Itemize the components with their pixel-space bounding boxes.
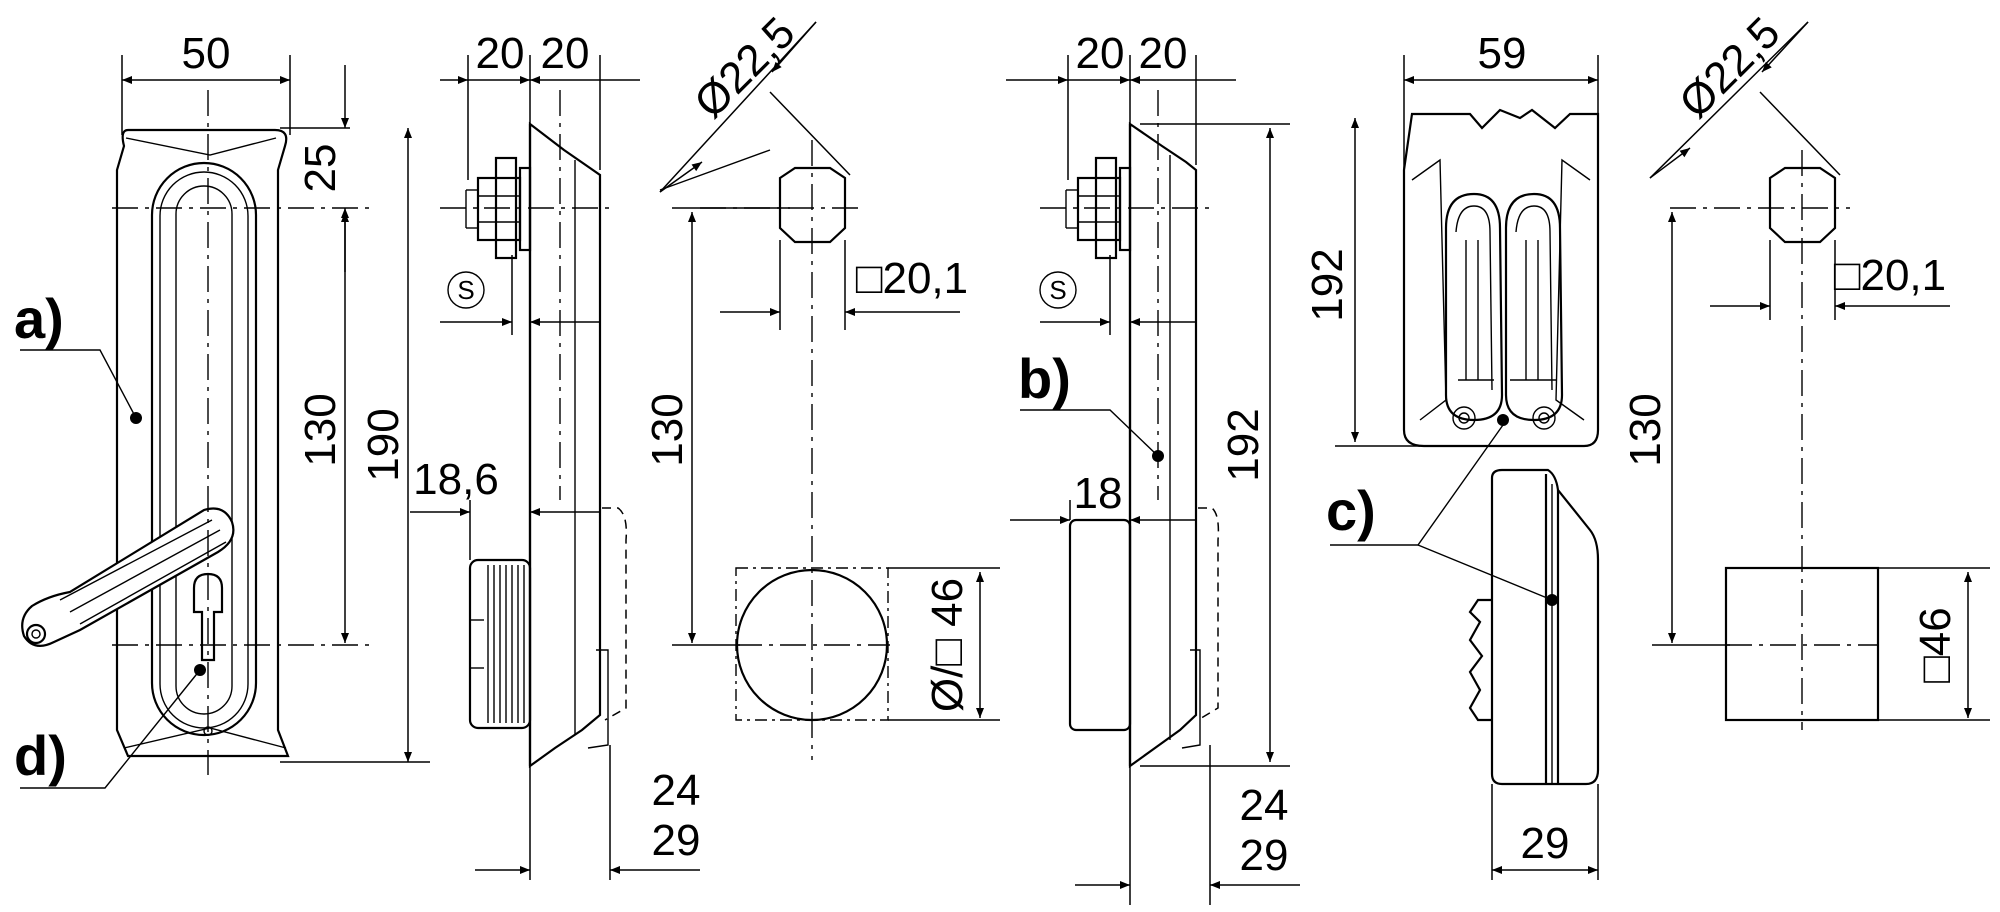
text-handle-c-height: 192 (1303, 248, 1352, 321)
dim-side-b-depth (1075, 745, 1300, 905)
text-side-b-right: 20 (1139, 29, 1188, 78)
text-side-c-depth: 29 (1521, 819, 1570, 868)
label-d: d) (14, 724, 67, 787)
text-handle-c-width: 59 (1478, 29, 1527, 78)
dim-front-c-height (1335, 118, 1420, 447)
front-view-a (20, 90, 375, 789)
side-view-a (440, 90, 628, 769)
dim-side-b-top (1006, 55, 1236, 180)
view-labels: a) d) b) c) S S (14, 275, 1376, 787)
dim-cutout-1-pitch (672, 207, 790, 646)
text-cutout-2-diameter: Ø22,5 (1670, 8, 1789, 127)
label-c: c) (1326, 479, 1376, 542)
text-handle-a-height: 190 (359, 408, 408, 481)
dim-cutout-2-size (1878, 567, 1990, 721)
dim-cutout-1-square (720, 240, 960, 330)
text-side-a-projection: 18,6 (413, 455, 499, 504)
dim-side-a-top (440, 55, 640, 180)
text-side-b-left: 20 (1076, 29, 1125, 78)
text-side-a-right: 20 (541, 29, 590, 78)
text-side-a-depth-2: 29 (652, 816, 701, 865)
text-side-b-depth-2: 29 (1240, 831, 1289, 880)
panel-cutout-1 (659, 140, 890, 760)
text-cutout-2-size: □46 (1911, 607, 1960, 683)
text-cutout-1-pitch: 130 (643, 393, 692, 466)
panel-cutout-2 (1670, 150, 1880, 730)
text-cutout-1-square: □20,1 (856, 254, 968, 303)
dim-side-a-depth (475, 745, 700, 880)
s-mark-2: S (1049, 275, 1066, 305)
dim-side-b-projection (1010, 500, 1196, 524)
text-cutout-1-size: Ø/□ 46 (923, 578, 972, 712)
dim-cutout-2-diameter (1649, 21, 1841, 179)
dim-cutout-1-size (888, 567, 1000, 721)
side-view-b (1020, 90, 1220, 769)
text-handle-a-pitch: 130 (296, 393, 345, 466)
text-handle-a-width: 50 (182, 29, 231, 78)
dimension-texts: 50 25 130 190 20 20 18,6 24 29 Ø22,5 □20… (182, 8, 1960, 880)
front-view-c (1402, 108, 1600, 448)
dim-side-b-s (1040, 255, 1196, 335)
text-side-b-projection: 18 (1074, 469, 1123, 518)
label-a: a) (14, 287, 64, 350)
dim-side-b-height (1140, 123, 1290, 767)
text-side-b-height: 192 (1219, 408, 1268, 481)
dim-side-a-s (440, 255, 600, 335)
dim-cutout-1-diameter (659, 21, 851, 193)
side-view-c (1330, 424, 1600, 786)
s-mark-1: S (457, 275, 474, 305)
dim-side-c-depth (1491, 784, 1599, 880)
text-handle-a-top-offset: 25 (296, 144, 345, 193)
text-side-a-depth-1: 24 (652, 766, 701, 815)
dim-width-50 (121, 55, 291, 135)
dim-front-c-width (1403, 55, 1599, 170)
dim-height-190 (280, 128, 430, 763)
dim-cutout-2-square (1710, 240, 1950, 320)
text-side-a-left: 20 (476, 29, 525, 78)
label-b: b) (1018, 347, 1071, 410)
dim-side-a-projection (410, 500, 600, 560)
text-cutout-2-pitch: 130 (1621, 393, 1670, 466)
text-cutout-2-square: □20,1 (1834, 251, 1946, 300)
text-side-b-depth-1: 24 (1240, 781, 1289, 830)
dim-cutout-2-pitch (1652, 212, 1730, 646)
